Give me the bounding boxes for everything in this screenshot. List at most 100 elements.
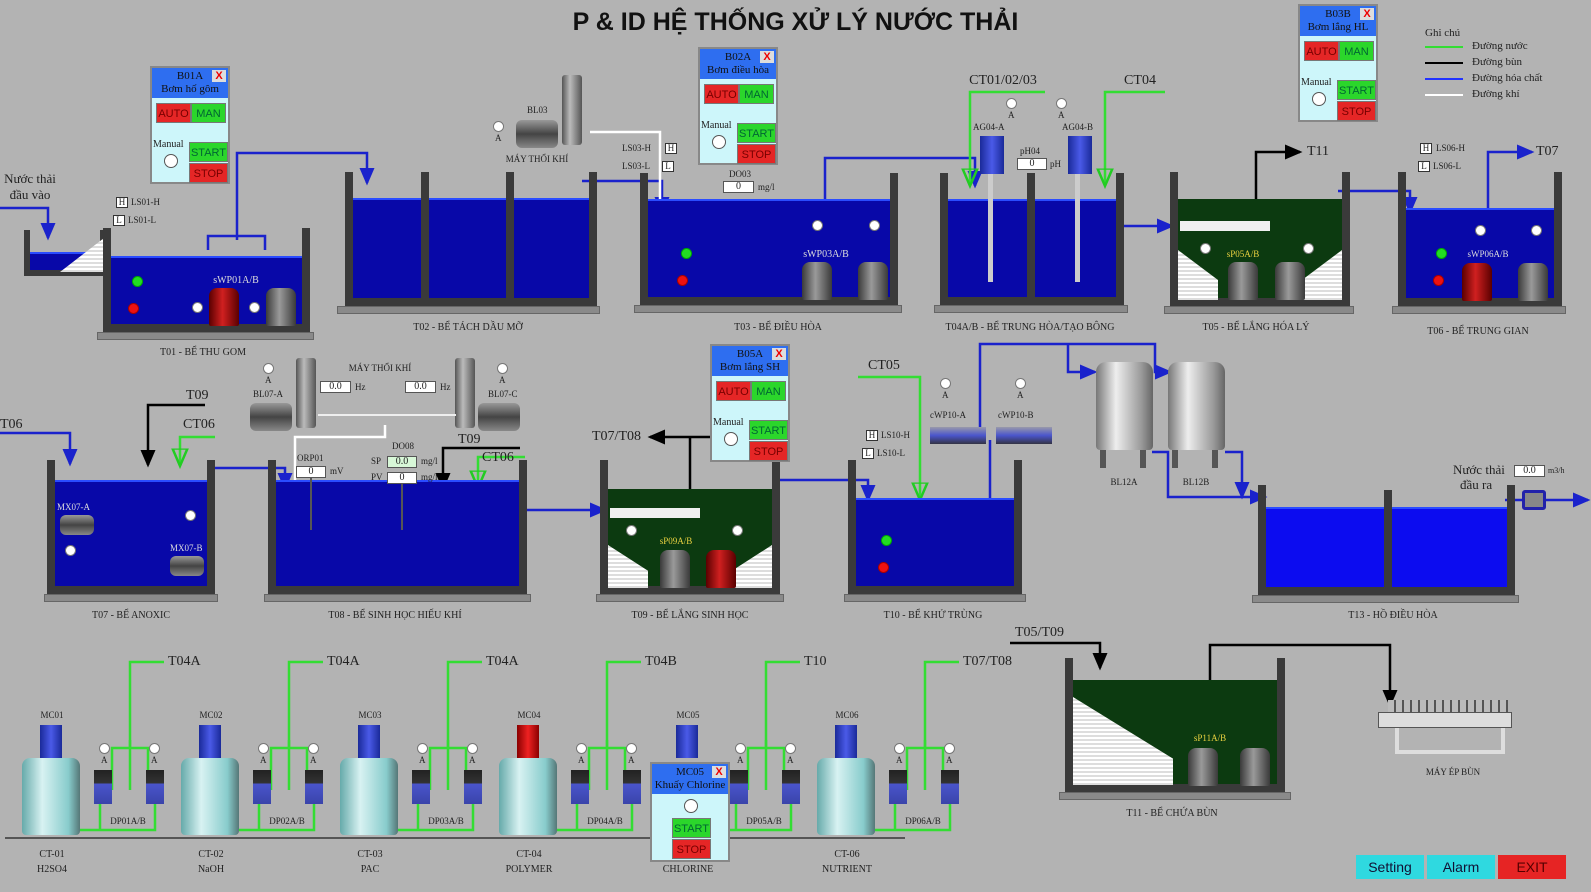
auto-button[interactable]: AUTO (704, 84, 739, 104)
mixer-label: MC02 (199, 710, 223, 720)
auto-button[interactable]: AUTO (716, 381, 751, 401)
pump-cwp10b[interactable] (996, 427, 1052, 444)
dosing-pump[interactable] (305, 770, 323, 804)
start-button[interactable]: START (189, 142, 228, 162)
pump-sp05a[interactable] (1228, 262, 1258, 300)
pump-swp06b[interactable] (1518, 263, 1548, 301)
status-indicator (735, 743, 746, 754)
blower-bl07a[interactable] (250, 403, 292, 431)
source-label: T09 (458, 432, 481, 447)
close-button[interactable]: X (760, 51, 774, 63)
agitator-ag04a[interactable] (980, 136, 1004, 174)
pump-sp11a[interactable] (1188, 748, 1218, 786)
tank-base (1059, 792, 1291, 800)
stop-button[interactable]: STOP (672, 839, 711, 859)
dosing-pump[interactable] (730, 770, 748, 804)
agitator-ag04b[interactable] (1068, 136, 1092, 174)
stop-button[interactable]: STOP (1337, 101, 1376, 121)
pump-swp06a[interactable] (1462, 263, 1492, 301)
do08-setpoint-input[interactable]: 0.0 (387, 456, 417, 468)
tag-label: LS06-H (1436, 143, 1465, 153)
mixer-mx07b[interactable] (170, 556, 204, 576)
mixer-motor-mc04[interactable] (517, 725, 539, 758)
tank-t02 (345, 172, 597, 306)
chemical-name: CHLORINE (662, 864, 714, 875)
blower-bl03[interactable] (516, 120, 558, 148)
manual-radio[interactable] (684, 799, 698, 813)
start-button[interactable]: START (1337, 80, 1376, 100)
hz-unit: Hz (355, 382, 366, 392)
start-button[interactable]: START (672, 818, 711, 838)
mixer-motor-mc03[interactable] (358, 725, 380, 758)
stop-button[interactable]: STOP (737, 144, 776, 164)
hz-unit: Hz (440, 382, 451, 392)
pump-sp09a[interactable] (660, 550, 690, 588)
dosing-pump[interactable] (94, 770, 112, 804)
stop-button[interactable]: STOP (749, 441, 788, 461)
mixer-motor-mc02[interactable] (199, 725, 221, 758)
start-button[interactable]: START (749, 420, 788, 440)
close-button[interactable]: X (772, 348, 786, 360)
tank-base (596, 594, 784, 602)
page-title: P & ID HỆ THỐNG XỬ LÝ NƯỚC THẢI (572, 8, 1019, 36)
close-button[interactable]: X (212, 70, 226, 82)
pump-swp03a[interactable] (802, 262, 832, 300)
dosing-pump[interactable] (253, 770, 271, 804)
pump-sp11b[interactable] (1240, 748, 1270, 786)
dosing-pump[interactable] (412, 770, 430, 804)
dosing-pump[interactable] (571, 770, 589, 804)
setting-button[interactable]: Setting (1356, 855, 1424, 879)
stop-button[interactable]: STOP (189, 163, 228, 183)
ph04-label: pH04 (1020, 146, 1040, 156)
pump-swp01b[interactable] (266, 288, 296, 326)
blower-bl07c[interactable] (478, 403, 520, 431)
auto-label: A (896, 755, 903, 765)
dosing-pump[interactable] (782, 770, 800, 804)
start-button[interactable]: START (737, 123, 776, 143)
filter-press[interactable] (1378, 712, 1512, 728)
dosing-pump-label: DP01A/B (110, 816, 146, 826)
man-button[interactable]: MAN (751, 381, 786, 401)
blower-bl03-motor (562, 75, 582, 145)
man-button[interactable]: MAN (739, 84, 774, 104)
pump-sp05b[interactable] (1275, 262, 1305, 300)
pump-sp09b[interactable] (706, 550, 736, 588)
mixer-motor-mc05[interactable] (676, 725, 698, 758)
pump-swp01a[interactable] (209, 288, 239, 326)
manual-radio[interactable] (164, 154, 178, 168)
inlet-label: Nước thải (4, 171, 56, 186)
popup-id: MC05 (675, 766, 705, 778)
manual-radio[interactable] (712, 135, 726, 149)
manual-radio[interactable] (724, 432, 738, 446)
pump-swp03b[interactable] (858, 262, 888, 300)
auto-button[interactable]: AUTO (156, 103, 191, 123)
dosing-pump[interactable] (146, 770, 164, 804)
close-button[interactable]: X (1360, 8, 1374, 20)
exit-button[interactable]: EXIT (1498, 855, 1566, 879)
dosing-pump[interactable] (941, 770, 959, 804)
popup-title: Bơm lắng HL (1307, 21, 1369, 33)
mixer-motor-mc01[interactable] (40, 725, 62, 758)
mixer-motor-mc06[interactable] (835, 725, 857, 758)
mixer-label: MC01 (40, 710, 64, 720)
tank-base (634, 305, 902, 313)
auto-button[interactable]: AUTO (1304, 41, 1339, 61)
man-button[interactable]: MAN (1339, 41, 1374, 61)
pump-cwp10a[interactable] (930, 427, 986, 444)
tag-label: BL07-C (488, 389, 518, 399)
man-button[interactable]: MAN (191, 103, 226, 123)
dosing-pump[interactable] (623, 770, 641, 804)
filter-bl12a (1096, 362, 1153, 450)
manual-radio[interactable] (1312, 92, 1326, 106)
close-button[interactable]: X (712, 766, 726, 778)
dosing-pump[interactable] (464, 770, 482, 804)
filter-press-frame (1395, 728, 1505, 754)
tag-label: cWP10-B (998, 410, 1034, 420)
alarm-button[interactable]: Alarm (1427, 855, 1495, 879)
chem-inlet-label: CT01/02/03 (969, 73, 1037, 88)
auto-label: A (787, 755, 794, 765)
dosing-pump[interactable] (889, 770, 907, 804)
mixer-mx07a[interactable] (60, 515, 94, 535)
tank-t08 (268, 460, 527, 594)
